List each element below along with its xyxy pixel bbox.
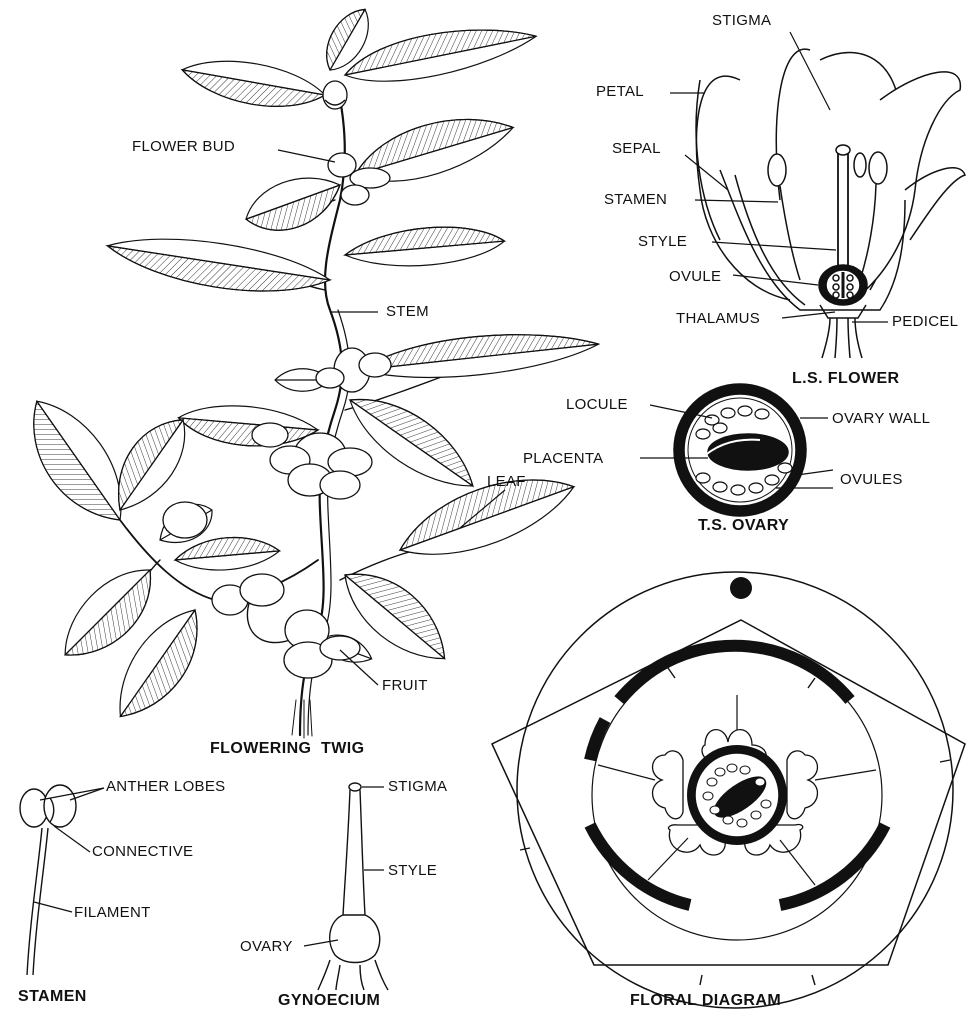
ts-ovary-drawing (674, 384, 806, 516)
label-stem: STEM (386, 303, 429, 320)
label-thalamus: THALAMUS (676, 310, 760, 327)
caption-ls-flower: L.S. FLOWER (792, 370, 900, 388)
label-gyn-style: STYLE (388, 862, 437, 879)
stigma-top (349, 783, 361, 791)
anther (869, 152, 887, 184)
leaf (341, 17, 540, 92)
label-anther-lobes: ANTHER LOBES (106, 778, 225, 795)
caption-gynoecium: GYNOECIUM (278, 992, 380, 1010)
label-petal: PETAL (596, 83, 644, 100)
label-placenta: PLACENTA (523, 450, 603, 467)
label-ls-stigma: STIGMA (712, 12, 771, 29)
label-locule: LOCULE (566, 396, 628, 413)
label-pedicel: PEDICEL (892, 313, 958, 330)
leaf (343, 221, 506, 272)
label-connective: CONNECTIVE (92, 843, 193, 860)
label-ovary-wall: OVARY WALL (832, 410, 930, 427)
leaf (178, 51, 328, 116)
caption-stamen: STAMEN (18, 988, 87, 1006)
leaf (358, 326, 600, 385)
leaf (104, 224, 333, 306)
label-gyn-ovary: OVARY (240, 938, 293, 955)
label-leaf: LEAF (487, 473, 526, 490)
label-stamen: STAMEN (604, 191, 667, 208)
stigma (836, 145, 850, 155)
label-filament: FILAMENT (74, 904, 151, 921)
label-fruit: FRUIT (382, 677, 428, 694)
gynoecium-drawing (318, 783, 388, 990)
label-sepal: SEPAL (612, 140, 661, 157)
floral-diagram-drawing (492, 572, 965, 1008)
label-gyn-stigma: STIGMA (388, 778, 447, 795)
mother-axis (730, 577, 752, 599)
anther-lobe (44, 785, 76, 827)
caption-ts-ovary: T.S. OVARY (698, 517, 789, 535)
label-ovules: OVULES (840, 471, 903, 488)
ovary-body (330, 915, 380, 963)
anther (768, 154, 786, 186)
label-ovule: OVULE (669, 268, 721, 285)
leaf (10, 386, 142, 539)
label-flower-bud: FLOWER BUD (132, 138, 235, 155)
label-style: STYLE (638, 233, 687, 250)
caption-floral-diagram: FLORAL DIAGRAM (630, 992, 781, 1010)
caption-flowering-twig: FLOWERING TWIG (210, 740, 364, 758)
stamen-drawing (20, 785, 76, 975)
